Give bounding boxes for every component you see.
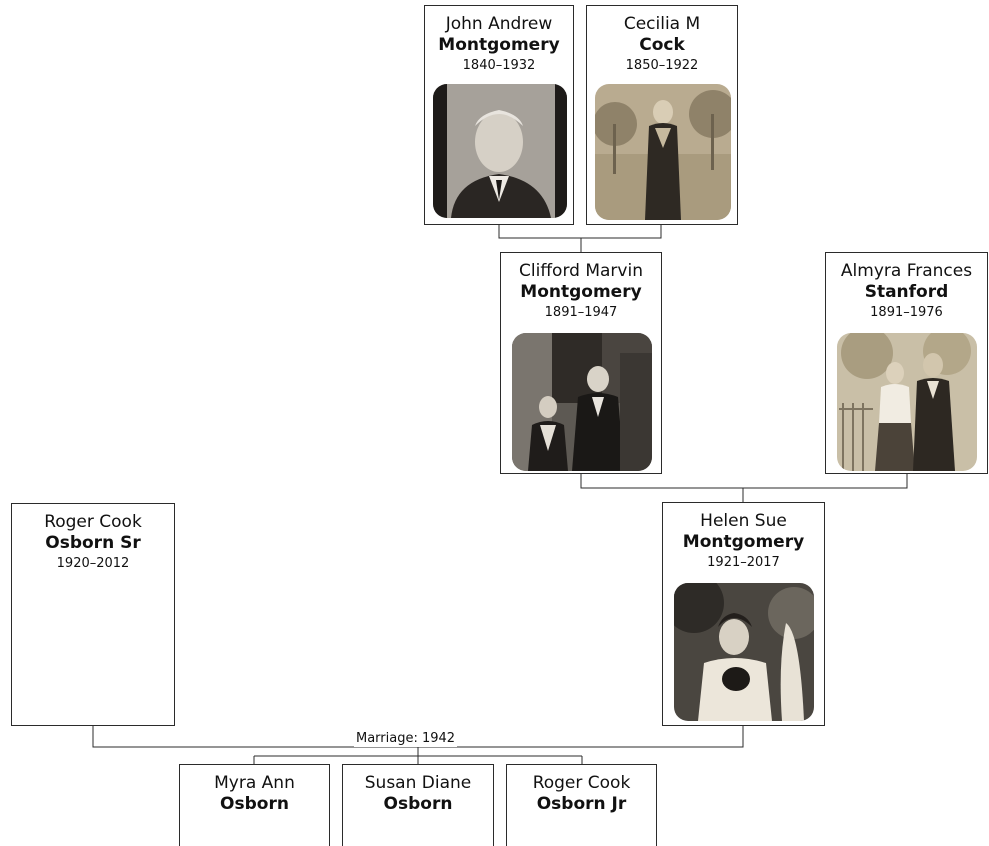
portrait-photo	[837, 333, 977, 471]
person-card-susan-diane-osborn[interactable]: Susan Diane Osborn	[342, 764, 494, 846]
marriage-label: Marriage: 1942	[354, 731, 458, 747]
surname: Osborn Jr	[536, 794, 627, 814]
surname: Osborn	[220, 794, 289, 814]
given-name: Helen Sue	[700, 511, 787, 531]
person-card-myra-ann-osborn[interactable]: Myra Ann Osborn	[179, 764, 330, 846]
person-card-almyra-frances-stanford[interactable]: Almyra Frances Stanford 1891–1976	[825, 252, 988, 474]
life-dates: 1891–1976	[870, 305, 943, 320]
surname: Osborn	[383, 794, 453, 814]
given-name: Cecilia M	[623, 14, 701, 34]
life-dates: 1920–2012	[56, 556, 130, 571]
person-card-cecilia-m-cock[interactable]: Cecilia M Cock 1850–1922	[586, 5, 738, 225]
given-name: Roger Cook	[532, 773, 631, 793]
portrait-photo	[433, 84, 567, 218]
given-name: Clifford Marvin	[519, 261, 643, 281]
given-name: John Andrew	[445, 14, 553, 34]
surname: Stanford	[864, 282, 949, 302]
life-dates: 1921–2017	[707, 555, 780, 570]
given-name: Susan Diane	[364, 773, 472, 793]
portrait-photo	[595, 84, 731, 220]
person-card-clifford-marvin-montgomery[interactable]: Clifford Marvin Montgomery 1891–1947	[500, 252, 662, 474]
portrait-photo	[674, 583, 814, 721]
portrait-photo	[512, 333, 652, 471]
surname: Montgomery	[682, 532, 805, 552]
surname: Cock	[639, 35, 685, 55]
life-dates: 1850–1922	[625, 58, 699, 73]
surname: Osborn Sr	[45, 533, 141, 553]
surname: Montgomery	[520, 282, 642, 302]
person-card-roger-cook-osborn-jr[interactable]: Roger Cook Osborn Jr	[506, 764, 657, 846]
life-dates: 1840–1932	[462, 58, 536, 73]
given-name: Myra Ann	[214, 773, 295, 793]
given-name: Roger Cook	[44, 512, 142, 532]
person-card-helen-sue-montgomery[interactable]: Helen Sue Montgomery 1921–2017	[662, 502, 825, 726]
parents-connector-clifford-almyra	[580, 474, 908, 489]
given-name: Almyra Frances	[840, 261, 973, 281]
person-card-john-andrew-montgomery[interactable]: John Andrew Montgomery 1840–1932	[424, 5, 574, 225]
parents-connector-john-cecilia	[498, 225, 662, 239]
life-dates: 1891–1947	[544, 305, 618, 320]
surname: Montgomery	[438, 35, 560, 55]
person-card-roger-cook-osborn-sr[interactable]: Roger Cook Osborn Sr 1920–2012	[11, 503, 175, 726]
